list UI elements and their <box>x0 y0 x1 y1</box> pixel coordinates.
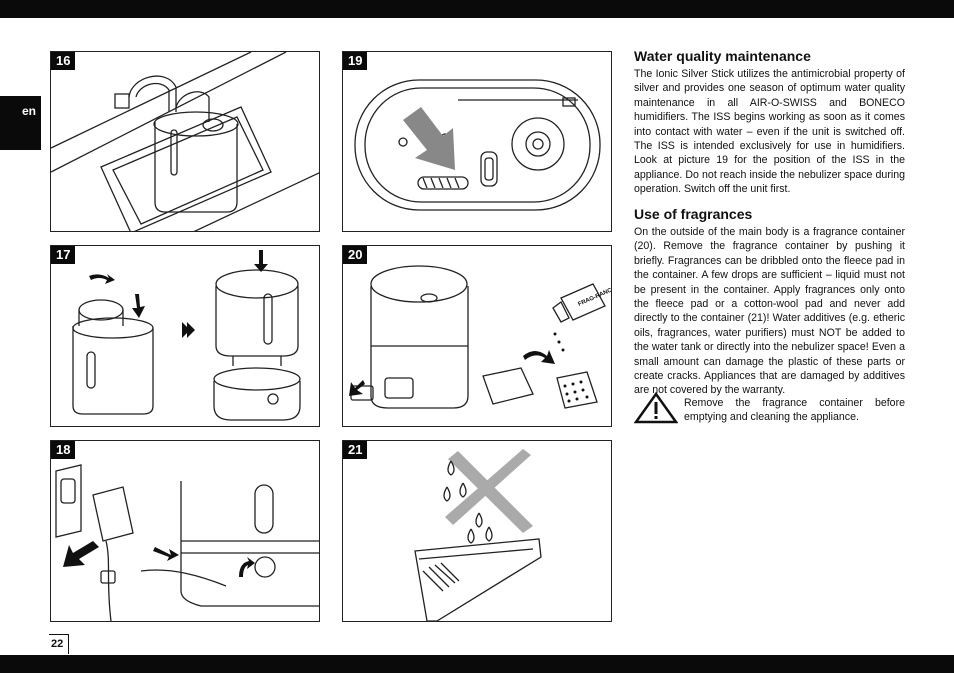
figure-number: 17 <box>51 246 76 264</box>
warning-note: Remove the fragrance container before em… <box>634 392 905 432</box>
figure-number: 21 <box>343 441 368 459</box>
language-tab: en <box>0 96 41 150</box>
sink-filling-illustration <box>51 52 319 231</box>
figure-18: 18 <box>50 440 320 622</box>
top-bar <box>0 0 954 18</box>
section-body: On the outside of the main body is a fra… <box>634 226 905 397</box>
figure-number: 20 <box>343 246 368 264</box>
figure-number: 19 <box>343 52 368 70</box>
section-title: Water quality maintenance <box>634 48 811 64</box>
warning-triangle-icon <box>634 392 678 424</box>
figure-number: 18 <box>51 441 76 459</box>
no-direct-fragrance-illustration <box>414 449 542 621</box>
warning-text: Remove the fragrance container before em… <box>684 397 905 424</box>
figure-16: 16 <box>50 51 320 232</box>
section-fragrances: Use of fragrances On the outside of the … <box>634 206 905 398</box>
figure-21: 21 <box>342 440 612 622</box>
iss-position-illustration <box>354 79 601 211</box>
section-water-quality: Water quality maintenance The Ionic Silv… <box>634 48 905 197</box>
tank-assembly-illustration <box>72 250 301 421</box>
figure-number: 16 <box>51 52 76 70</box>
power-adapter-illustration <box>55 464 319 621</box>
section-title: Use of fragrances <box>634 206 753 222</box>
bottom-bar <box>0 655 954 673</box>
page-number: 22 <box>49 634 69 654</box>
figure-20: 20 FRAG-RANCE <box>342 245 612 427</box>
section-body: The Ionic Silver Stick utilizes the anti… <box>634 68 905 196</box>
figure-17: 17 <box>50 245 320 427</box>
fragrance-container-illustration: FRAG-RANCE <box>349 265 611 409</box>
figure-19: 19 <box>342 51 612 232</box>
